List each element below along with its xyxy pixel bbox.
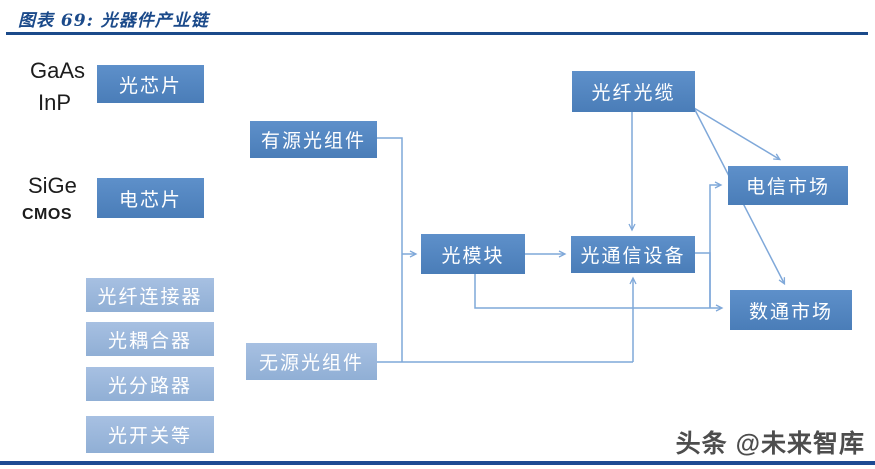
node-optical-chip: 光芯片 [97, 65, 204, 103]
edge-module-to-datacom [474, 274, 724, 312]
node-fiber-cable: 光纤光缆 [572, 71, 695, 112]
node-coupler: 光耦合器 [86, 322, 214, 356]
node-electric-chip: 电芯片 [97, 178, 204, 218]
node-fiber-connector: 光纤连接器 [86, 278, 214, 312]
material-label-sige: SiGe [28, 173, 77, 198]
title-divider [6, 32, 868, 35]
edge-cable-to-telecom [693, 107, 782, 161]
bottom-divider [0, 461, 875, 465]
node-telecom-market: 电信市场 [728, 166, 848, 205]
node-active-components: 有源光组件 [250, 121, 377, 158]
node-optical-switch: 光开关等 [86, 416, 214, 453]
node-optical-module: 光模块 [421, 234, 525, 274]
edge-active-to-bus [377, 137, 403, 362]
watermark-text: 头条 @未来智库 [675, 430, 865, 458]
edge-equipment-branch [695, 252, 711, 308]
node-datacom-market: 数通市场 [730, 290, 852, 330]
node-passive-components: 无源光组件 [246, 343, 377, 380]
figure-title: 图表 69: 光器件产业链 [18, 11, 209, 31]
node-splitter: 光分路器 [86, 367, 214, 401]
material-label-inp: InP [38, 90, 72, 115]
edge-equipment-to-telecom [709, 181, 723, 308]
node-comm-equipment: 光通信设备 [571, 236, 695, 273]
material-label-cmos: CMOS [22, 206, 72, 223]
material-label-gaas: GaAs [30, 58, 86, 83]
